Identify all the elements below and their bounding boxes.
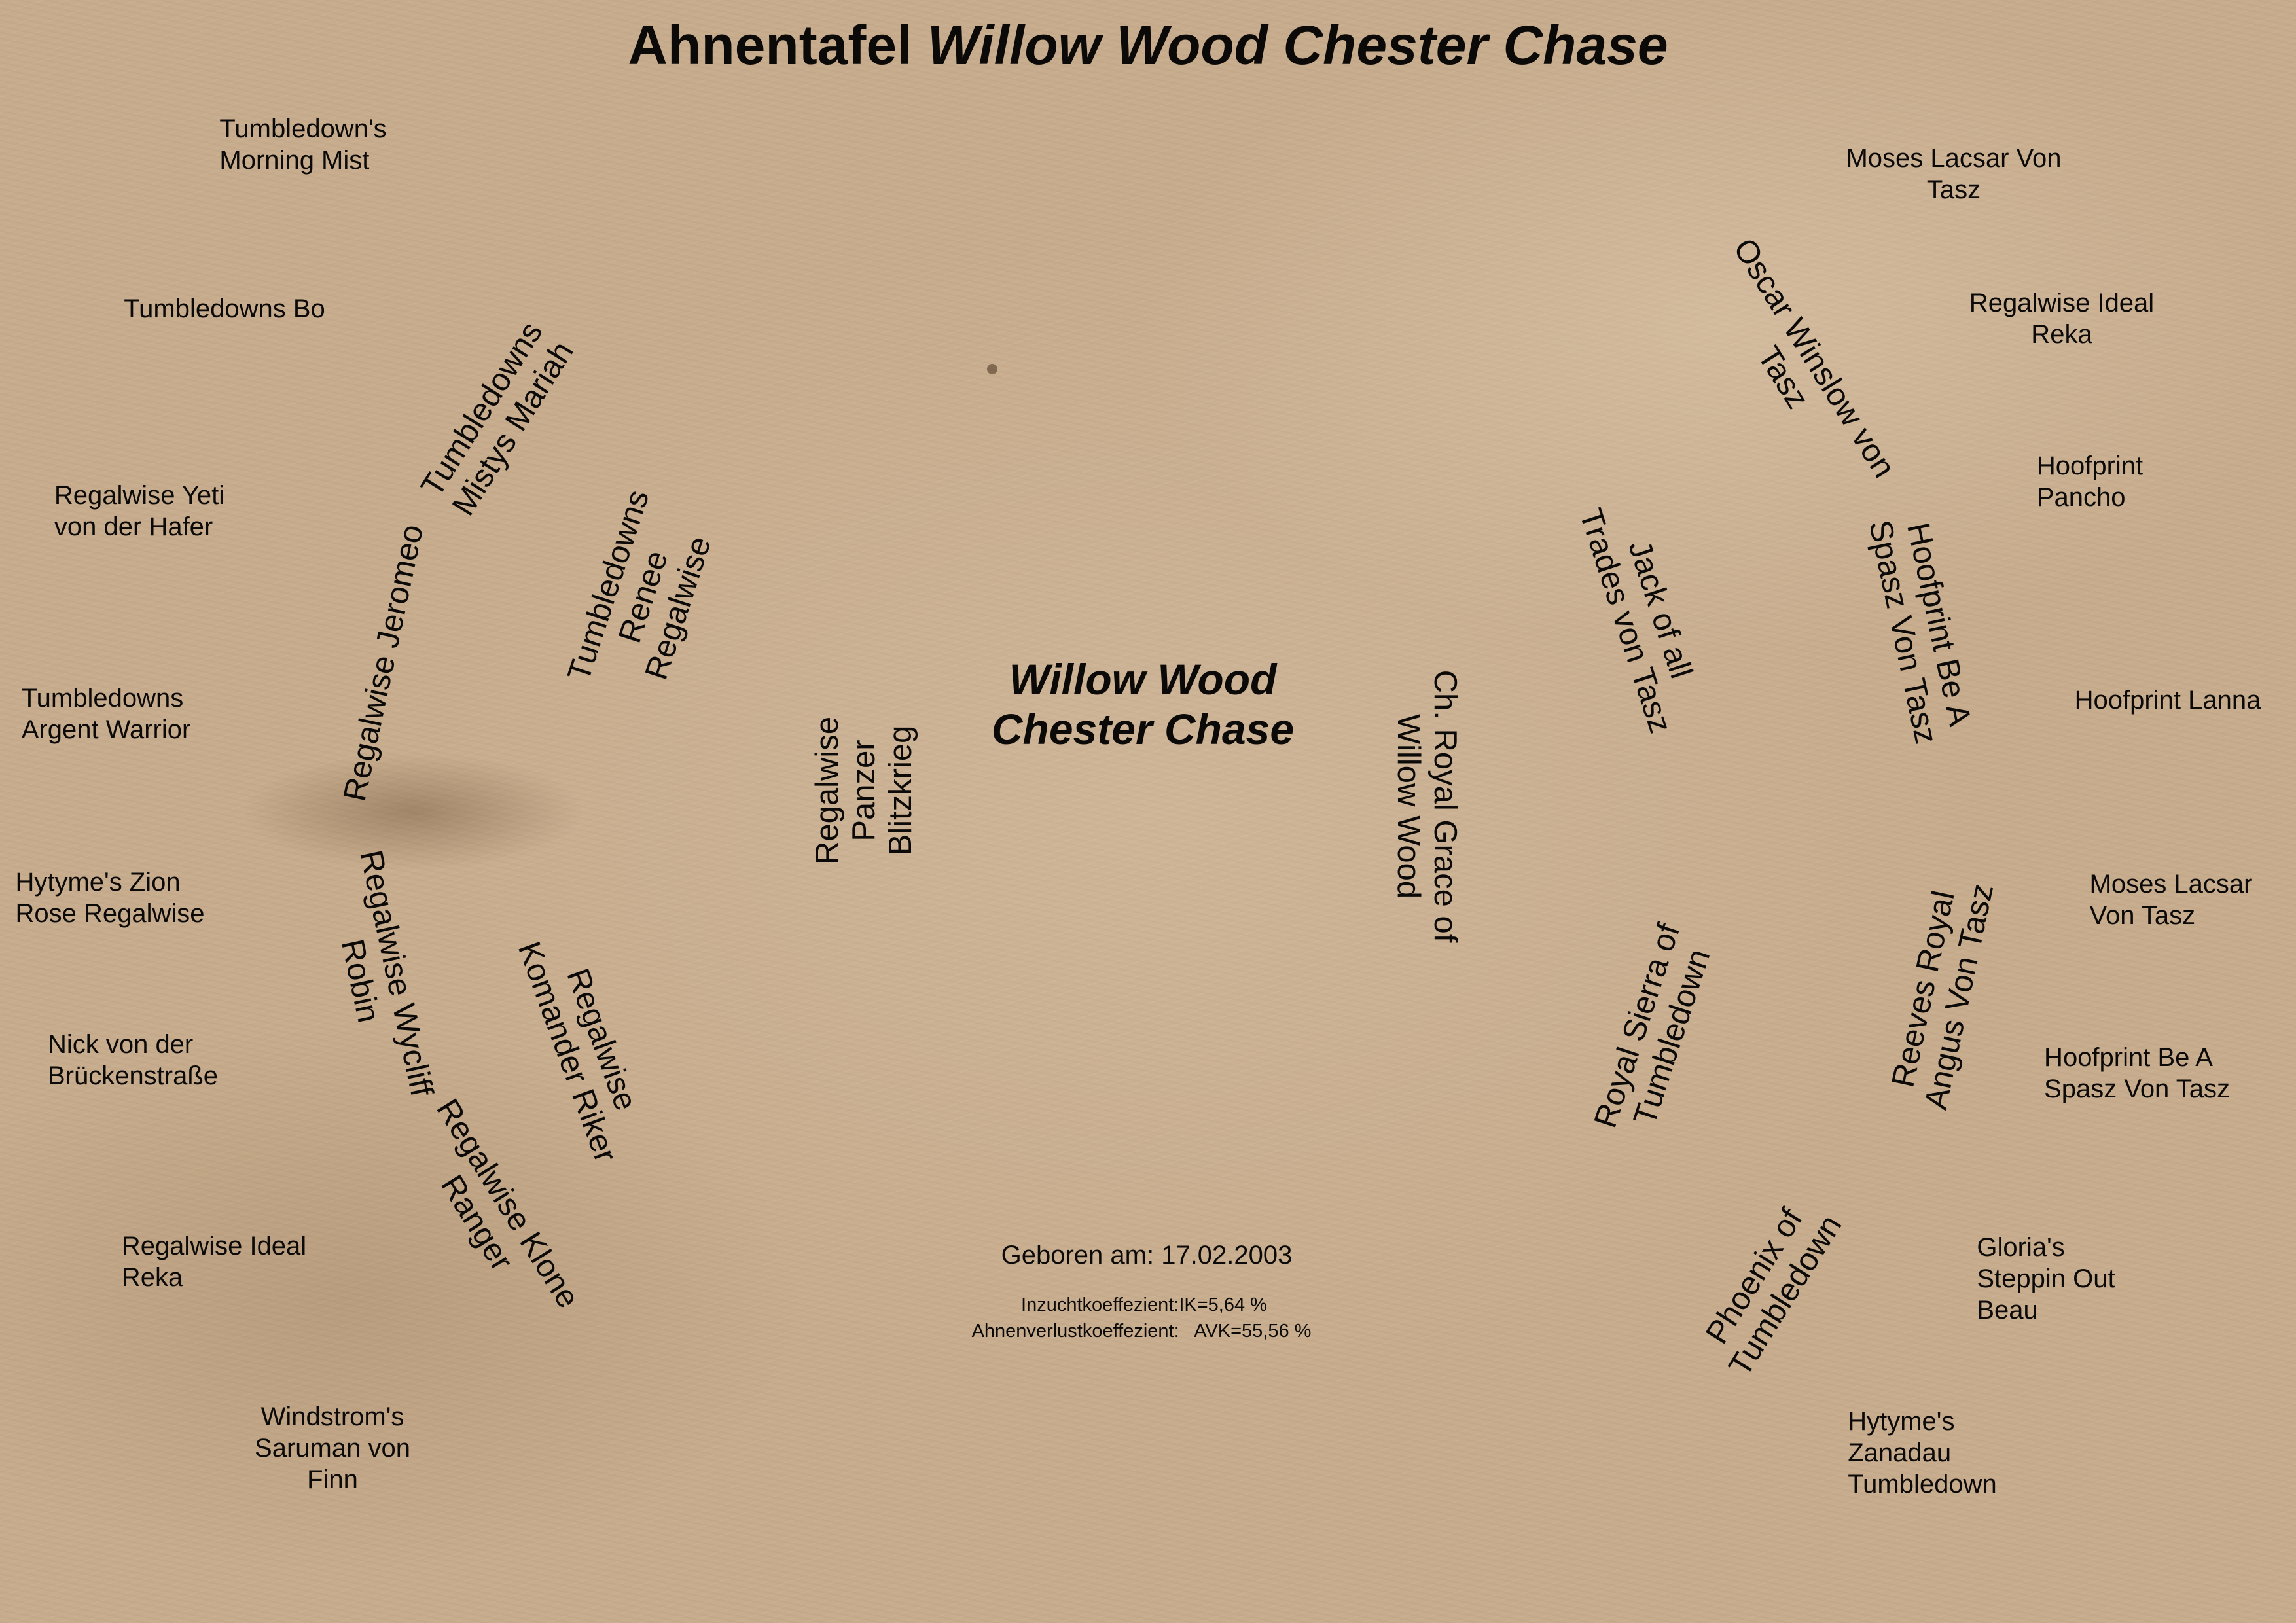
dam: Ch. Royal Grace of Willow Wood [1391,669,1463,943]
paternal-grandsire: Tumbledowns Renee Regalwise [561,486,718,686]
dam-ggp-4: Phoenix of Tumbledown [1699,1202,1849,1383]
paternal-granddam: Regalwise Komander Riker [511,937,644,1168]
maternal-grandsire: Jack of all Trades von Tasz [1572,504,1699,738]
sire: Regalwise Panzer Blitzkrieg [810,716,918,865]
dam-ggp-1: Oscar Winslow von Tasz [1726,232,1902,484]
dam-gggp-3: Hoofprint Pancho [2036,452,2144,512]
inbreeding-coefficient: Inzuchtkoeffezient:IK=5,64 % [1021,1294,1267,1315]
sire-ggp-4: Regalwise Klone Ranger [429,1093,586,1315]
sire-ggp-3: Regalwise Wycliff Robin [334,847,440,1099]
sire-ggp-2: Regalwise Jeromeo [336,521,431,805]
sire-gggp-3: Regalwise Yeti von der Hafer [54,481,225,541]
sire-gggp-1: Tumbledown's Morning Mist [219,115,387,175]
sire-gggp-7: Regalwise Ideal Reka [121,1232,307,1292]
dam-gggp-5: Moses Lacsar Von Tasz [2089,870,2253,930]
dam-gggp-2: Regalwise Ideal Reka [1969,289,2155,349]
sire-gggp-4: Tumbledowns Argent Warrior [21,684,191,744]
sire-gggp-5: Hytyme's Zion Rose Regalwise [15,868,205,928]
dam-gggp-4: Hoofprint Lanna [2074,686,2261,715]
dam-ggp-2: Hoofprint Be A Spasz Von Tasz [1862,517,1978,747]
center-dot [987,364,997,374]
ancestor-loss-coefficient: Ahnenverlustkoeffezient: AVK=55,56 % [971,1321,1312,1342]
subject-name: Willow Wood Chester Chase [991,655,1295,753]
dam-gggp-6: Hoofprint Be A Spasz Von Tasz [2044,1043,2230,1103]
sire-gggp-6: Nick von der Brückenstraße [47,1030,219,1090]
maternal-granddam: Royal Sierra of Tumbledown [1587,919,1717,1132]
dam-gggp-8: Hytyme's Zanadau Tumbledown [1848,1407,1997,1499]
sire-ggp-1: Tumbledowns Mistys Mariah [414,315,581,522]
page-title: Ahnentafel Willow Wood Chester Chase [0,9,2296,81]
sire-gggp-8: Windstrom's Saruman von Finn [255,1402,410,1494]
sire-gggp-2: Tumbledowns Bo [124,294,325,323]
dam-ggp-3: Reeves Royal Angus Von Tasz [1885,880,2001,1113]
title-prefix: Ahnentafel [628,14,912,76]
birth-date: Geboren am: 17.02.2003 [1001,1241,1293,1270]
dam-gggp-1: Moses Lacsar Von Tasz [1846,144,2062,204]
dam-gggp-7: Gloria's Steppin Out Beau [1977,1233,2115,1325]
title-dog-name: Willow Wood Chester Chase [927,14,1668,76]
